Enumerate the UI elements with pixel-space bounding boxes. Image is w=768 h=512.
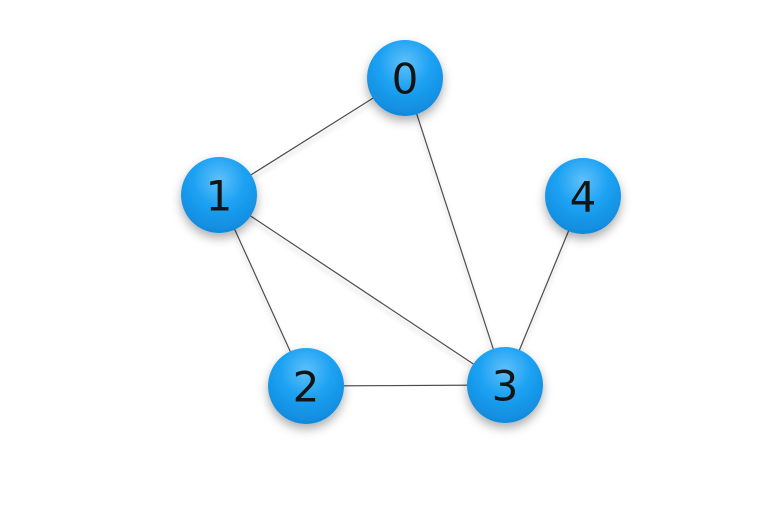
graph-node-circle-3[interactable]: [467, 347, 543, 423]
graph-node-circle-4[interactable]: [545, 158, 621, 234]
graph-edges: [218, 77, 584, 387]
graph-node-3[interactable]: 3: [467, 347, 543, 423]
graph-node-0[interactable]: 0: [367, 40, 443, 116]
graph-node-circle-1[interactable]: [181, 157, 257, 233]
graph-node-circle-2[interactable]: [268, 348, 344, 424]
graph-node-4[interactable]: 4: [545, 158, 621, 234]
graph-node-2[interactable]: 2: [268, 348, 344, 424]
graph-nodes: 0 1 2 3 4: [181, 40, 621, 424]
graph-node-circle-0[interactable]: [367, 40, 443, 116]
graph-node-1[interactable]: 1: [181, 157, 257, 233]
graph-edge-1-3: [218, 194, 506, 386]
graph-edge-0-3: [404, 77, 506, 386]
